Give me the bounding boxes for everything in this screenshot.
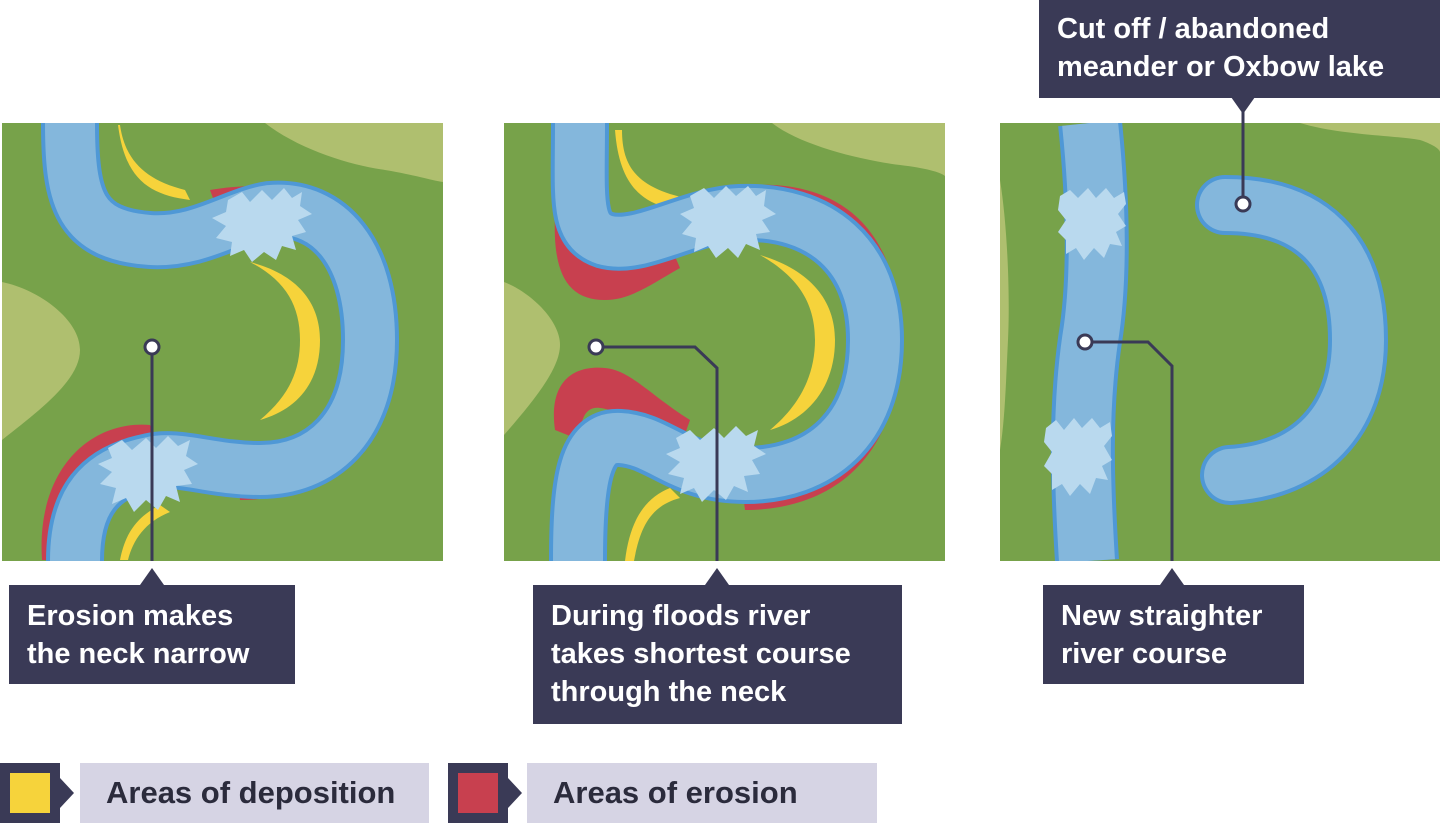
callout-arrow <box>705 568 729 585</box>
callout-oxbow-lake: Cut off / abandoned meander or Oxbow lak… <box>1039 0 1440 98</box>
callout-line: the neck narrow <box>27 638 250 670</box>
rapids <box>1044 418 1112 496</box>
pointer-dot <box>587 338 605 356</box>
panel-1-meander <box>2 123 443 561</box>
callout-line: During floods river <box>551 600 811 632</box>
callout-new-straighter-course: New straighter river course <box>1043 585 1304 684</box>
river <box>553 123 901 561</box>
callout-line: meander or Oxbow lake <box>1057 51 1385 83</box>
pointer-dot <box>143 338 161 356</box>
deposition-area <box>625 488 680 561</box>
oxbow-lake <box>1199 179 1385 501</box>
callout-flood-shortest-course: During floods river takes shortest cours… <box>533 585 902 724</box>
light-land-top-right <box>1300 123 1440 152</box>
rapids <box>98 436 198 512</box>
deposition-area <box>250 262 320 420</box>
callout-line: Erosion makes <box>27 600 234 632</box>
callout-line: New straighter <box>1061 600 1263 632</box>
deposition-area <box>760 255 835 430</box>
deposition-area <box>118 125 190 200</box>
pointer-dot <box>1076 333 1094 351</box>
callout-line: Cut off / abandoned <box>1057 13 1330 45</box>
pointer-line <box>1085 340 1174 561</box>
erosion-area <box>554 200 680 300</box>
callout-line: river course <box>1061 638 1228 670</box>
light-land-top-right <box>265 123 443 182</box>
pointer-dot <box>1234 195 1252 213</box>
callout-arrow <box>1231 97 1255 114</box>
legend-erosion-swatch <box>448 763 522 823</box>
light-land-left <box>2 282 80 440</box>
light-land-left <box>504 282 560 435</box>
callout-line: takes shortest course <box>551 638 851 670</box>
panel-3-oxbow-lake <box>1000 123 1440 561</box>
deposition-area <box>120 505 170 560</box>
legend-erosion-label: Areas of erosion <box>527 763 877 823</box>
legend-deposition-swatch <box>0 763 74 823</box>
callout-line: through the neck <box>551 676 787 708</box>
panel-2-narrow-neck <box>504 123 945 561</box>
callout-arrow <box>140 568 164 585</box>
callout-neck-narrow: Erosion makes the neck narrow <box>9 585 295 684</box>
rapids <box>680 186 776 258</box>
light-land-top-right <box>772 123 945 176</box>
legend-deposition-label: Areas of deposition <box>80 763 429 823</box>
pointer-line <box>596 345 719 561</box>
rapids <box>212 188 312 262</box>
rapids <box>1058 188 1126 260</box>
light-land-left <box>1000 180 1009 450</box>
callout-arrow <box>1160 568 1184 585</box>
